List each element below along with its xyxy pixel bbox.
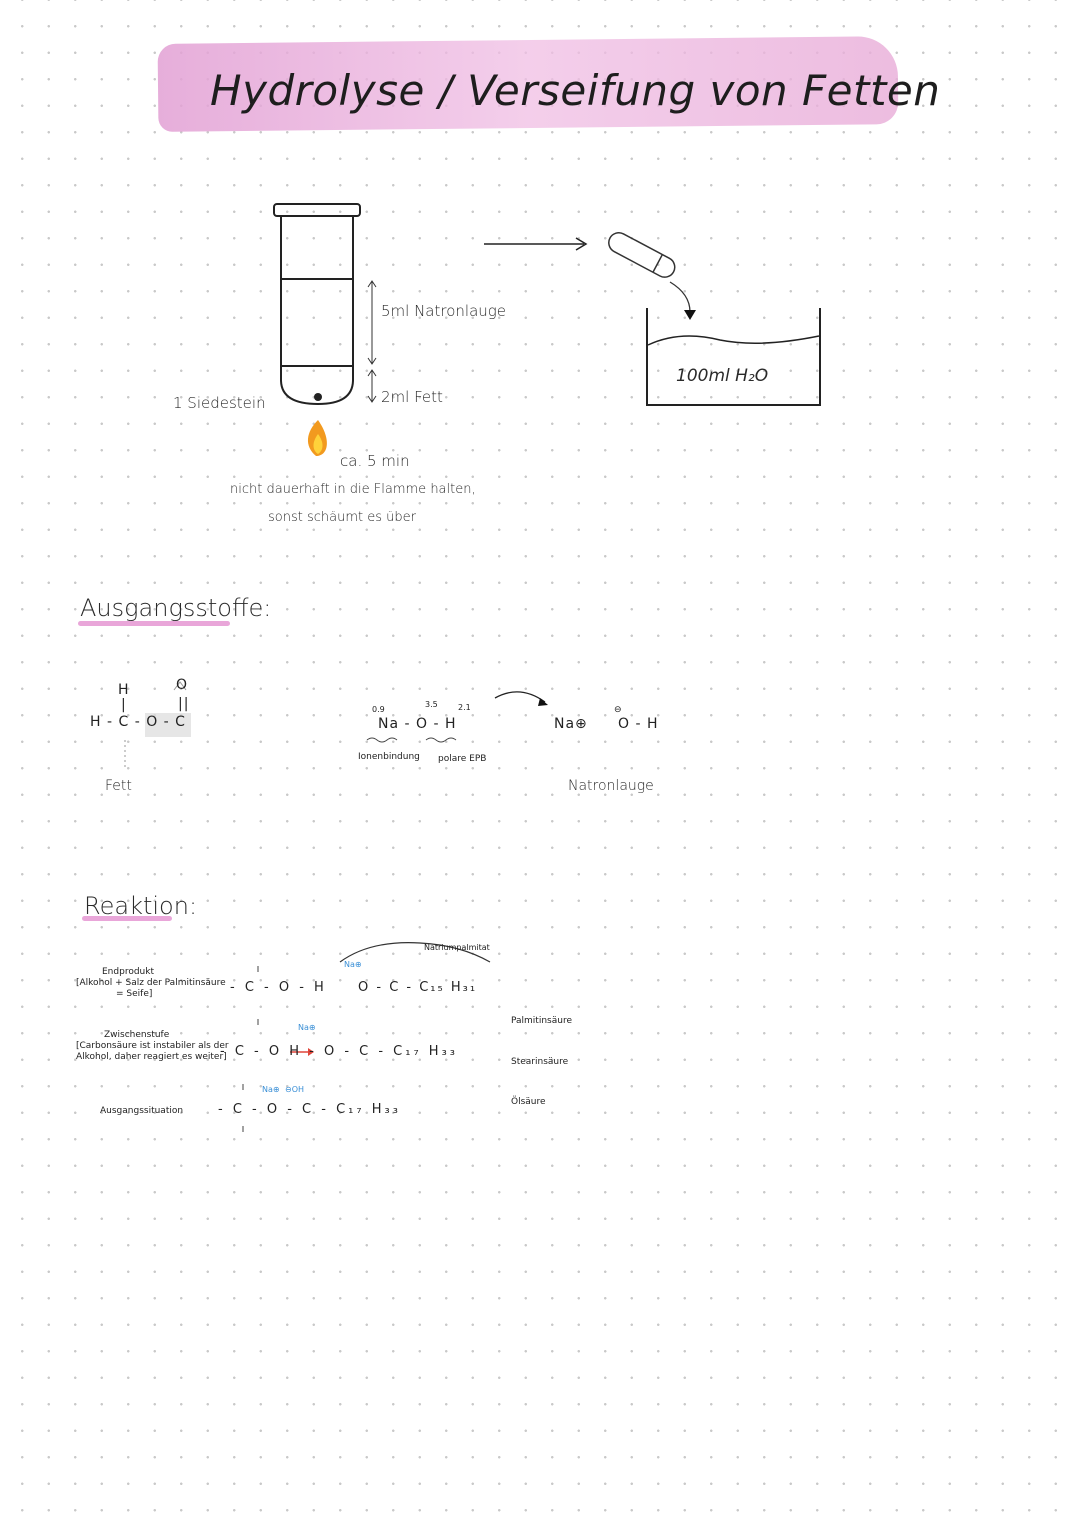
fat-bond-top: | <box>121 697 127 713</box>
oh-charge: ⊖ <box>614 705 622 715</box>
row2-label-1: Zwischenstufe <box>104 1030 170 1040</box>
label-naoh-volume: 5ml Natronlauge <box>381 302 507 320</box>
product-bracket <box>339 942 491 963</box>
row2-formula: - C - O H - O - C - C₁₇ H₃₃ <box>220 1044 459 1059</box>
pouring-tube <box>608 231 676 278</box>
label-boiling-stone: 1 Siedestein <box>173 394 266 412</box>
beaker-label: 100ml H₂O <box>676 366 769 386</box>
label-fat-volume: 2ml Fett <box>381 388 443 406</box>
row2-label-3: Alkohol, daher reagiert es weiter] <box>76 1052 227 1062</box>
heading-starting-materials: Ausgangsstoffe: <box>80 594 272 622</box>
reaction-arrow <box>494 691 546 703</box>
fat-h-top: H <box>118 682 130 698</box>
na-ion: Na⊕ <box>554 716 588 732</box>
test-tube <box>273 203 361 406</box>
fat-bonds <box>124 681 191 770</box>
row3-formula: - C - O - C - C₁₇ H₃₃ <box>218 1102 401 1117</box>
note-line-2: sonst schäumt es über <box>268 510 416 525</box>
side-label-palmitic: Palmitinsäure <box>511 1016 572 1026</box>
boiling-stone <box>314 393 322 401</box>
row1-label-2: [Alkohol + Salz der Palmitinsäure <box>76 978 226 988</box>
heading-underline <box>78 621 230 626</box>
naoh-formula: Na - O - H <box>378 716 457 732</box>
row1-ion: Na⊕ <box>344 960 362 969</box>
row3-label-1: Ausgangssituation <box>100 1106 184 1116</box>
en-o: 3.5 <box>425 700 438 709</box>
naoh-label: Natronlauge <box>568 778 654 794</box>
row1-label-3: = Seife] <box>116 989 153 999</box>
page-title: Hydrolyse / Verseifung von Fetten <box>210 66 941 115</box>
heading-reaction: Reaktion: <box>84 892 198 920</box>
row1-note: Natriumpalmitat <box>424 943 490 952</box>
row1-formula-left: - C - O - H <box>230 980 327 995</box>
row2-ion: Na⊕ <box>298 1023 316 1032</box>
heading-underline <box>82 916 172 921</box>
row1-label-1: Endprodukt <box>102 967 154 977</box>
bond-ionic: Ionenbindung <box>358 752 420 762</box>
en-h: 2.1 <box>458 703 471 712</box>
row1-formula-right: O - C - C₁₅ H₃₁ <box>358 980 478 995</box>
bond-polar: polare EPB <box>438 754 487 764</box>
beaker <box>646 308 821 406</box>
measure-arrows <box>367 280 377 403</box>
oh-ion: O - H <box>618 716 659 732</box>
fat-formula: H - C - O - C <box>90 714 186 730</box>
side-label-oleic: Ölsäure <box>511 1097 546 1107</box>
process-arrow <box>484 237 588 251</box>
fat-o-top: O <box>176 677 189 693</box>
side-label-stearic: Stearinsäure <box>511 1057 569 1067</box>
en-na: 0.9 <box>372 705 385 714</box>
label-time: ca. 5 min <box>340 452 410 470</box>
flame-icon <box>307 420 327 456</box>
row2-label-2: [Carbonsäure ist instabiler als der <box>76 1041 229 1051</box>
row3-ion-na: Na⊕ <box>262 1085 280 1094</box>
row3-ion-oh: ⊖OH <box>285 1085 305 1094</box>
pour-arrow <box>669 281 691 313</box>
note-line-1: nicht dauerhaft in die Flamme halten, <box>230 482 476 497</box>
fat-double-bond: || <box>178 696 190 712</box>
fat-label: Fett <box>105 778 132 794</box>
